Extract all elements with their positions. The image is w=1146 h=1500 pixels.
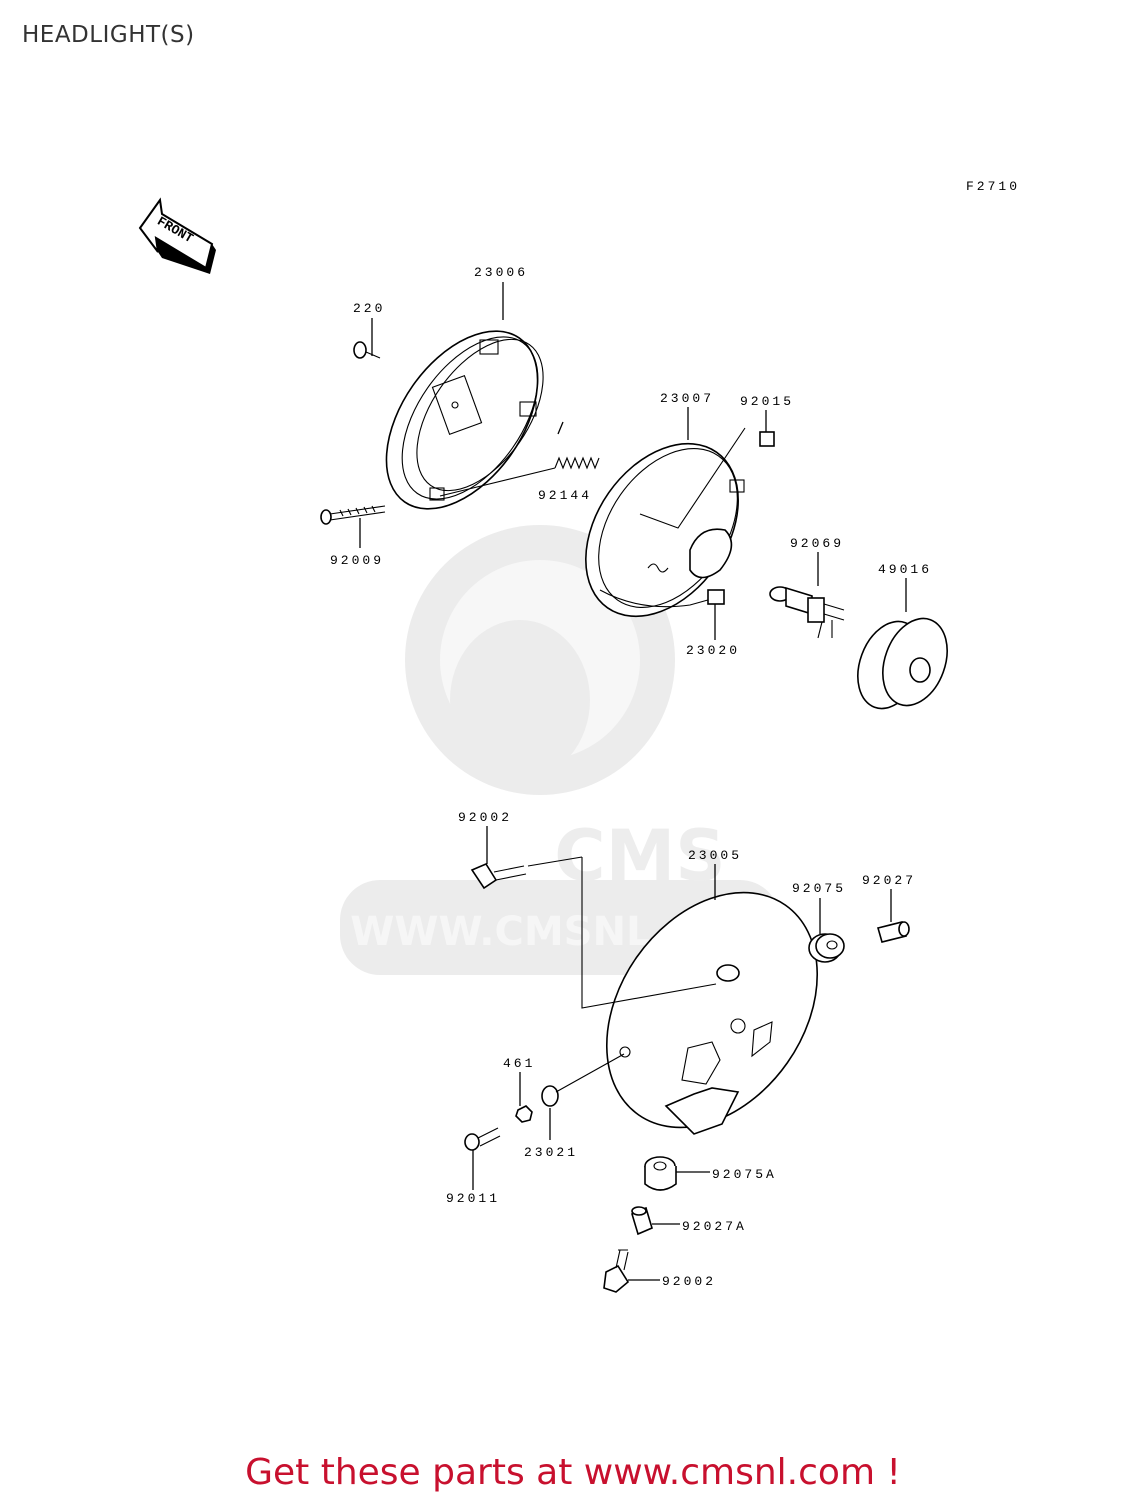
part-label: 23005 xyxy=(688,848,742,863)
part-49016-cover xyxy=(857,617,948,710)
part-220-screw xyxy=(353,341,381,359)
part-92075A-grommet xyxy=(644,1156,677,1191)
part-23021-damper xyxy=(541,1053,625,1107)
footer-link[interactable]: Get these parts at www.cmsnl.com ! xyxy=(245,1452,901,1493)
part-92009-screw xyxy=(320,505,386,525)
part-92002-bolt-top xyxy=(470,862,527,890)
part-label: 92027A xyxy=(682,1219,747,1234)
part-92027-collar xyxy=(877,921,910,943)
part-92002-bolt-bottom xyxy=(603,1249,630,1293)
part-label: 49016 xyxy=(878,562,932,577)
part-92144-spring xyxy=(439,456,600,497)
figure-code: F2710 xyxy=(966,179,1020,194)
part-label: 92009 xyxy=(330,553,384,568)
part-label: 92069 xyxy=(790,536,844,551)
watermark-brand: CMS xyxy=(554,815,725,897)
part-label: 23020 xyxy=(686,643,740,658)
part-label: 23021 xyxy=(524,1145,578,1160)
part-label: 92027 xyxy=(862,873,916,888)
part-23007-unit xyxy=(585,427,746,618)
part-label: 92075 xyxy=(792,881,846,896)
part-label: 92002 xyxy=(458,810,512,825)
part-92069-bulb xyxy=(769,586,845,639)
part-label: 92075A xyxy=(712,1167,777,1182)
front-arrow-icon: FRONT xyxy=(138,197,216,274)
part-label: 92015 xyxy=(740,394,794,409)
part-label: 92011 xyxy=(446,1191,500,1206)
part-label: 92144 xyxy=(538,488,592,503)
part-label: 461 xyxy=(503,1056,535,1071)
leader-lines xyxy=(359,282,907,1281)
part-92011-screw xyxy=(464,1127,501,1151)
part-92075-grommet xyxy=(808,933,845,963)
part-92027A-collar xyxy=(631,1206,653,1236)
part-461-nut xyxy=(515,1105,533,1123)
part-23005-housing xyxy=(527,856,819,1135)
exploded-parts-diagram: WWW.CMSNL.COM CMS F2710 FRONT xyxy=(138,179,1020,1293)
page-title: HEADLIGHT(S) xyxy=(22,22,195,48)
part-label: 92002 xyxy=(662,1274,716,1289)
part-label: 220 xyxy=(353,301,385,316)
part-label: 23006 xyxy=(474,265,528,280)
part-92015-clip xyxy=(759,431,775,447)
part-labels: 23006 220 92144 92009 23007 92015 92069 … xyxy=(330,265,932,1289)
part-23006-rim xyxy=(385,330,544,510)
part-label: 23007 xyxy=(660,391,714,406)
